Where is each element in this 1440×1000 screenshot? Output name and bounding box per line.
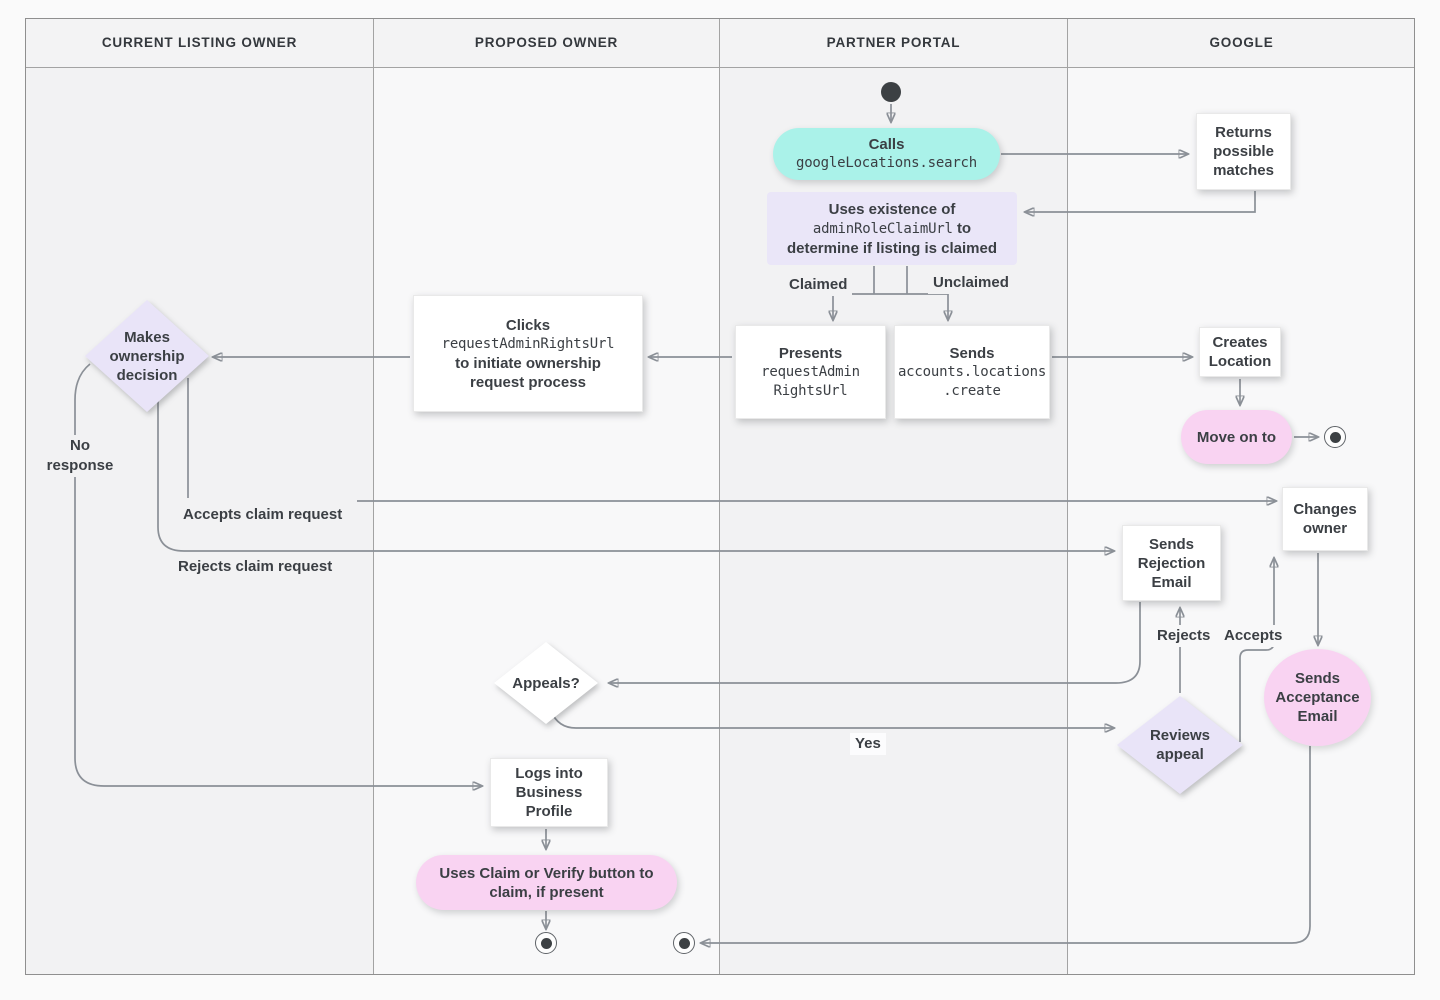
lane-header-partner-portal: PARTNER PORTAL [719,18,1067,68]
label-rejects-claim-request: Rejects claim request [173,556,338,578]
end-node-acceptance [673,932,695,954]
node-text-line: request process [470,373,586,391]
node-logs-into-business-profile: Logs into Business Profile [490,758,608,827]
node-changes-owner: Changes owner [1282,487,1368,551]
node-code: requestAdminRightsUrl [441,335,615,352]
node-text: Move on to [1196,428,1277,446]
node-code: requestAdmin [761,363,860,380]
node-text: Creates Location [1208,334,1272,370]
lane-title: GOOGLE [1209,35,1274,50]
lane-header-proposed-owner: PROPOSED OWNER [373,18,719,68]
node-appeals-decision: Appeals? [494,642,598,724]
start-node [881,82,901,102]
node-makes-ownership-decision: Makes ownership decision [85,300,209,412]
label-yes: Yes [850,733,886,755]
lane-header-current-listing-owner: CURRENT LISTING OWNER [25,18,373,68]
label-rejects: Rejects [1152,625,1216,647]
lane-title: PROPOSED OWNER [474,35,619,50]
node-text: to [956,219,972,237]
node-text-line: adminRoleClaimUrl to [813,219,971,239]
label-accepts: Accepts [1219,625,1288,647]
node-uses-claim-or-verify: Uses Claim or Verify button to claim, if… [416,855,677,910]
lane-title: CURRENT LISTING OWNER [101,35,298,50]
node-text: Appeals? [512,674,580,692]
node-text: Sends Acceptance Email [1275,670,1360,725]
node-text: Sends Rejection Email [1137,535,1206,591]
lane-header-google: GOOGLE [1067,18,1415,68]
node-text: Changes owner [1293,501,1357,537]
node-presents-requestadminrightsurl: Presents requestAdmin RightsUrl [735,325,886,419]
lane-proposed-owner [373,18,719,975]
node-reviews-appeal: Reviews appeal [1117,696,1243,794]
node-clicks-requestadminrightsurl: Clicks requestAdminRightsUrl to initiate… [413,295,643,412]
node-text: Reviews appeal [1149,727,1211,763]
end-node-moveon [1324,426,1346,448]
node-text-line: to initiate ownership [455,354,601,372]
node-sends-acceptance-email: Sends Acceptance Email [1264,649,1371,746]
label-accepts-claim-request: Accepts claim request [178,504,348,526]
node-sends-accounts-locations-create: Sends accounts.locations .create [894,325,1050,419]
node-title: Sends [949,344,995,362]
node-text: Makes ownership decision [109,328,185,384]
node-title: Clicks [505,316,551,334]
node-title: Calls [868,136,905,153]
node-creates-location: Creates Location [1199,327,1281,377]
node-text: Returns possible matches [1213,124,1274,179]
lane-title: PARTNER PORTAL [826,35,961,50]
label-no-response: No response [35,435,125,477]
node-calls-googlelocations-search: Calls googleLocations.search [773,128,1000,180]
node-code: adminRoleClaimUrl [812,220,953,237]
label-unclaimed: Unclaimed [928,272,1014,294]
end-node-dot [1329,431,1341,443]
label-claimed: Claimed [784,274,853,296]
node-text: Logs into Business Profile [515,765,583,820]
node-returns-possible-matches: Returns possible matches [1196,113,1291,190]
node-title: Presents [778,344,843,362]
end-node-dot [678,937,690,949]
node-code: RightsUrl [773,382,848,399]
node-text-line: Uses existence of [828,200,956,218]
end-node-claim [535,932,557,954]
end-node-dot [540,937,552,949]
node-text-line: determine if listing is claimed [786,239,998,257]
node-sends-rejection-email: Sends Rejection Email [1122,525,1221,601]
node-code: .create [943,382,1001,399]
node-code: accounts.locations [897,363,1047,380]
node-move-on-to: Move on to [1181,410,1292,464]
node-text: Uses Claim or Verify button to claim, if… [439,864,654,901]
node-code: googleLocations.search [795,155,978,171]
node-uses-existence-adminroleclaimurl: Uses existence of adminRoleClaimUrl to d… [767,192,1017,265]
lane-current-listing-owner [25,18,373,975]
